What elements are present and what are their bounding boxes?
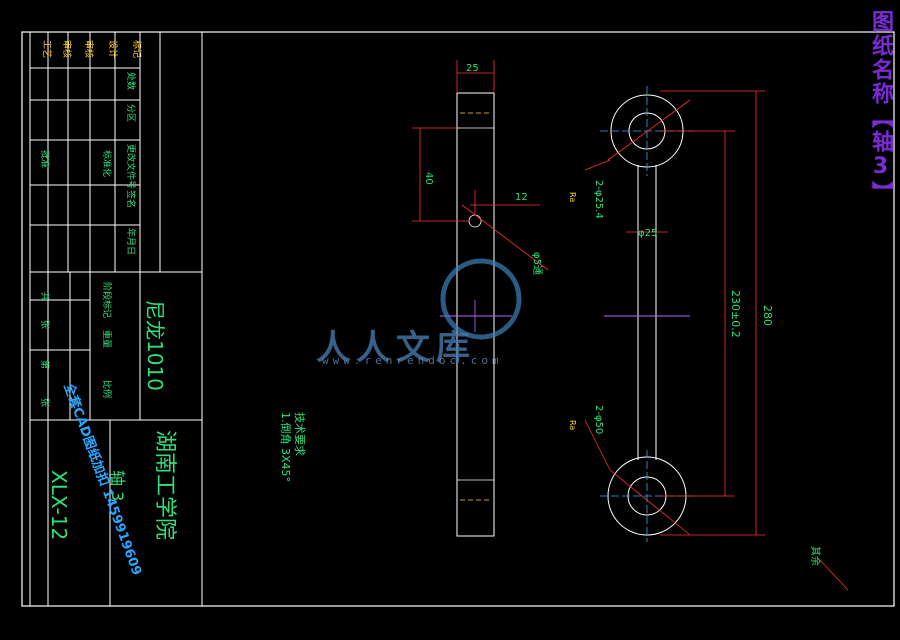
promo-watermark: 全套CAD图纸加扣 1459919609	[60, 380, 145, 578]
roughness-a: Ra	[568, 192, 577, 202]
site-watermark: 人人文库 www.renrendoc.com	[300, 258, 600, 372]
tb-side-label-1: 批准	[39, 150, 51, 168]
tb-col-label-0: 工艺	[41, 40, 52, 58]
dim-hole-5: φ5通	[531, 252, 543, 275]
tb-row-label-3: 签名	[125, 190, 137, 208]
part-name-text: 轴 3	[108, 470, 127, 501]
tb-row-label-2: 更改文件号	[125, 144, 137, 189]
tb-col-label-3: 设计	[107, 40, 119, 58]
side-view	[440, 92, 512, 537]
tb-side-label-0: 标准化	[101, 150, 113, 177]
outer-frame	[21, 31, 895, 607]
dim-center-dist: 230±0.2	[729, 290, 742, 338]
tb-sheet-label-1: 张	[39, 320, 50, 329]
tb-col-label-2: 审核	[83, 40, 95, 58]
dim-width-top: 25	[466, 63, 479, 74]
dim-bore-top: 2-φ25.4	[593, 180, 604, 219]
material-text: 尼龙1010	[143, 300, 167, 391]
org-text: 湖南工学院	[152, 430, 177, 540]
tb-row-label-1: 分区	[125, 104, 136, 122]
tb-sheet-label-0: 共	[39, 292, 50, 301]
roughness-note: 其余	[809, 546, 822, 566]
tb-col-label-4: 标记	[131, 40, 143, 58]
dim-hole-12: 12	[515, 192, 528, 203]
dim-shaft-d: φ25	[638, 228, 657, 239]
watermark-logo-icon	[440, 258, 522, 340]
tb-row-label-4: 年月日	[125, 228, 137, 255]
tb-stage-label-0: 阶段标记	[101, 282, 113, 318]
title-block-labels: 工艺 审核 审核 设计 标记	[41, 40, 143, 58]
tb-sheet-label-2: 第	[39, 360, 51, 369]
dim-bore-bottom: 2-φ50	[593, 405, 604, 434]
tech-req-1: 1.倒角 3X45°	[279, 412, 292, 482]
drawing-title: 图纸名称【轴3】	[868, 10, 893, 205]
dim-total-len: 280	[761, 305, 774, 326]
tb-sheet-label-3: 张	[39, 398, 50, 407]
tech-req-title: 技术要求	[293, 412, 306, 456]
part-no-text: XLX-12	[47, 470, 71, 540]
side-view-dims	[412, 60, 549, 271]
title-block	[29, 31, 203, 607]
tb-stage-label-2: 比例	[101, 380, 113, 398]
roughness-b: Ra	[568, 420, 577, 430]
watermark-url: www.renrendoc.com	[322, 354, 503, 367]
watermark-brand: 人人文库	[316, 328, 476, 368]
tb-stage-label-1: 重量	[101, 330, 113, 348]
title-block-row-labels: 处数 分区 更改文件号 签名 年月日 标准化 批准 阶段标记 重量 比例 共 张…	[39, 72, 137, 407]
tb-row-label-0: 处数	[125, 72, 137, 90]
dim-offset-40: 40	[423, 172, 434, 185]
tb-col-label-1: 审核	[61, 40, 73, 58]
front-view-dims	[584, 90, 849, 591]
